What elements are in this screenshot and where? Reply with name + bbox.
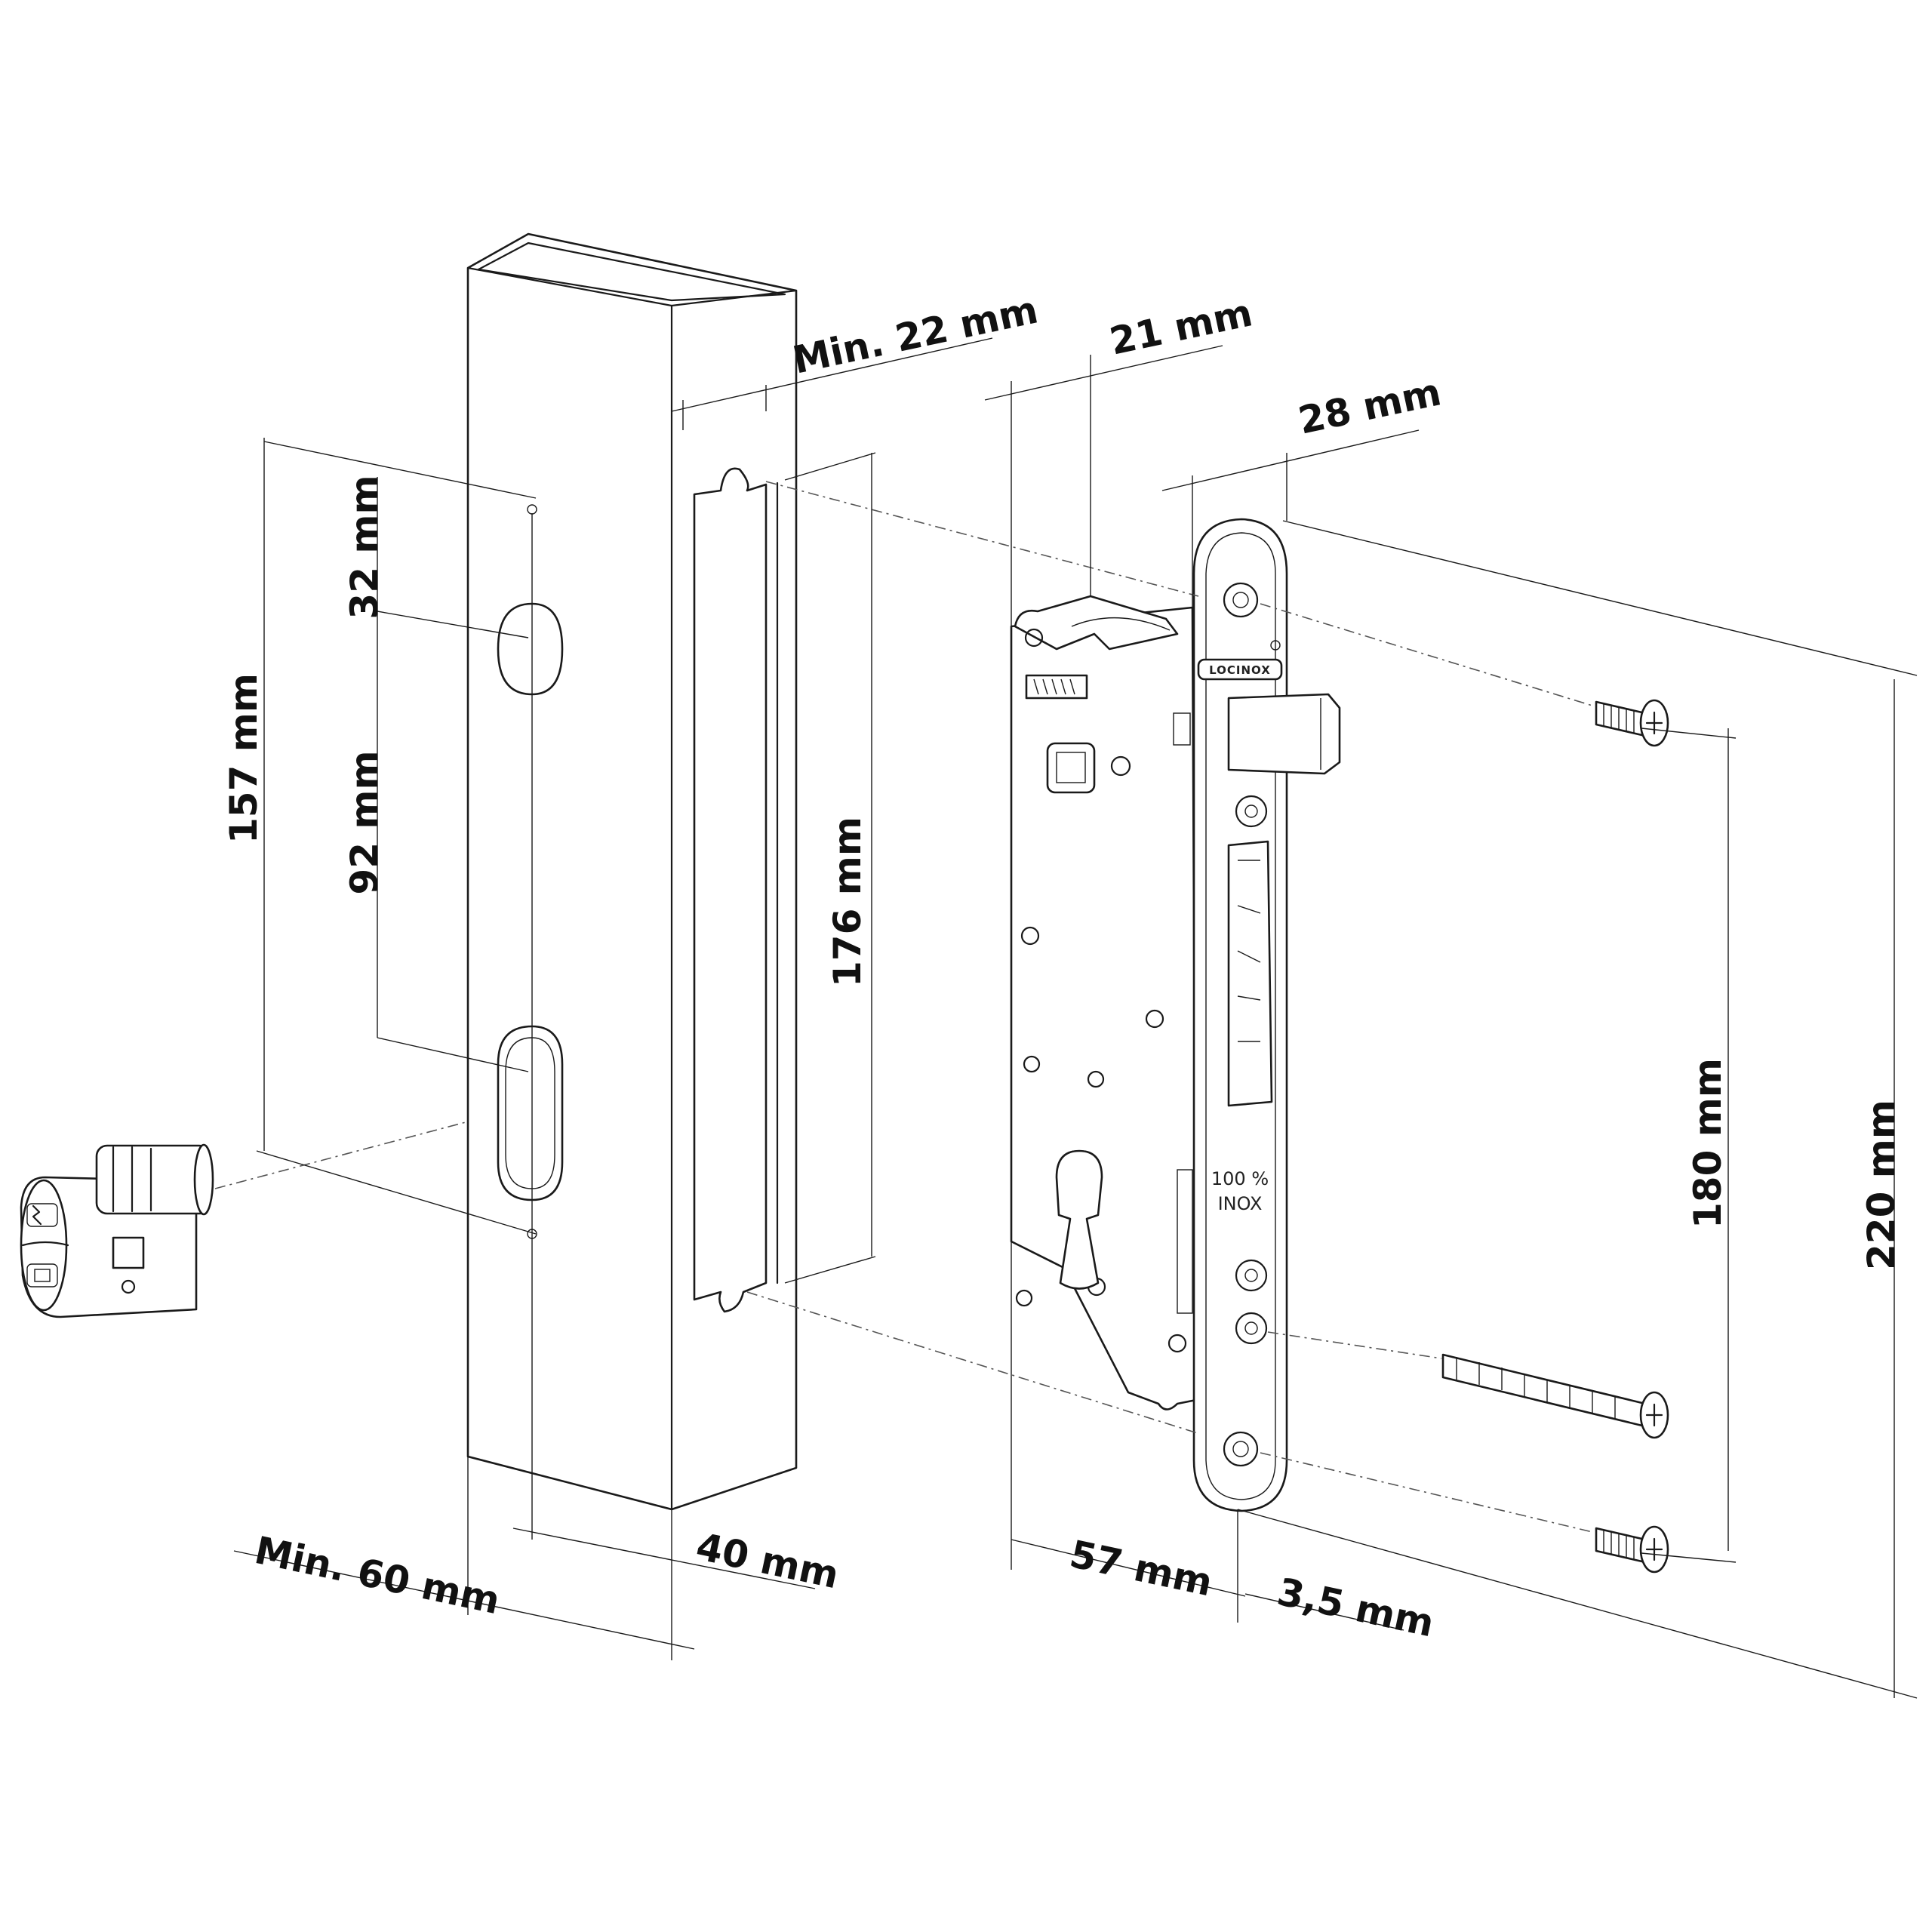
dim-28mm: 28 mm [1294, 370, 1444, 442]
lock-faceplate: LOCINOX 100 % INOX [1192, 518, 1341, 1512]
assembly-lines [746, 481, 1593, 1533]
dim-40mm: 40 mm [693, 1524, 843, 1597]
euro-cylinder [20, 1143, 214, 1318]
material-label-line1: 100 % [1211, 1168, 1269, 1189]
dim-92mm: 92 mm [343, 750, 386, 894]
short-screw-top [1595, 699, 1669, 747]
dim-min-22mm: Min. 22 mm [789, 288, 1041, 382]
material-label-line2: INOX [1218, 1193, 1263, 1214]
dim-min-60mm: Min. 60 mm [251, 1528, 504, 1623]
dim-32mm: 32 mm [343, 475, 386, 619]
dim-220mm: 220 mm [1860, 1100, 1903, 1270]
dim-176mm: 176 mm [826, 817, 869, 987]
dim-180mm: 180 mm [1686, 1058, 1730, 1229]
dim-157mm: 157 mm [222, 673, 266, 844]
dim-21mm: 21 mm [1106, 291, 1256, 363]
dim-3-5mm: 3,5 mm [1274, 1570, 1438, 1645]
mortise-lock [1010, 595, 1198, 1411]
gate-profile [466, 232, 798, 1540]
dim-57mm: 57 mm [1066, 1532, 1217, 1604]
long-screw [1441, 1353, 1669, 1439]
locinox-brand-label: LOCINOX [1209, 663, 1271, 677]
short-screw-bottom [1595, 1525, 1669, 1574]
dimension-lines [233, 337, 1918, 1699]
